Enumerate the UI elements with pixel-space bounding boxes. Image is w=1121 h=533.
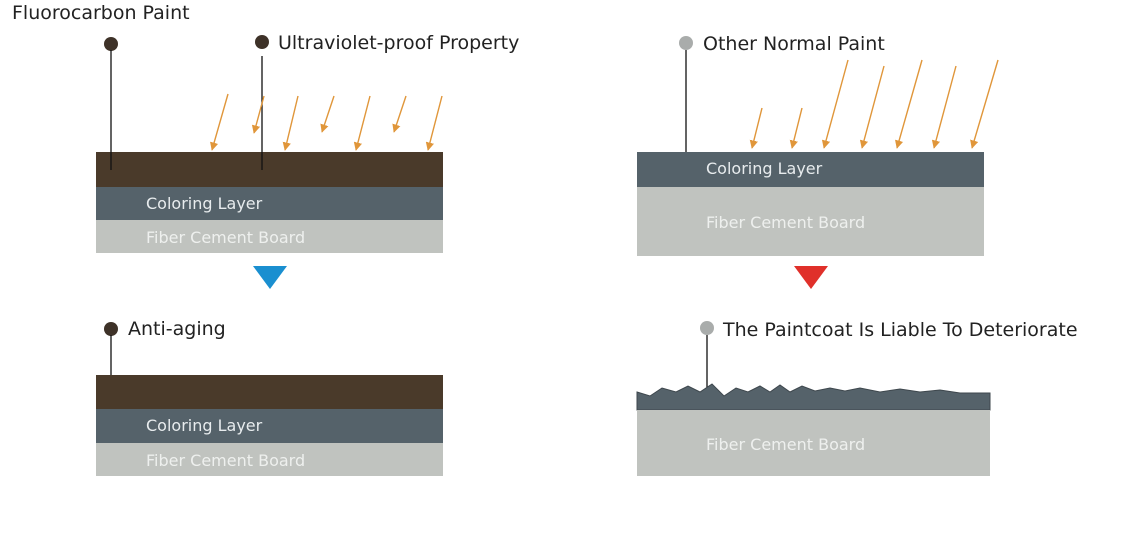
uv-proof-label: Ultraviolet-proof Property bbox=[278, 32, 519, 54]
fluorocarbon-dot-icon bbox=[104, 37, 118, 51]
deteriorate-dot-icon bbox=[700, 321, 714, 335]
bad-result-triangle-icon bbox=[794, 266, 828, 289]
other-paint-stack: Coloring Layer Fiber Cement Board bbox=[637, 152, 984, 256]
coloring-layer-label-top-left: Coloring Layer bbox=[146, 194, 263, 213]
good-result-triangle-icon bbox=[253, 266, 287, 289]
deteriorated-stack: Fiber Cement Board bbox=[636, 383, 991, 476]
fiber-board-label-top-left: Fiber Cement Board bbox=[146, 228, 305, 247]
coloring-layer-label-bottom-left: Coloring Layer bbox=[146, 416, 263, 435]
other-normal-paint-label: Other Normal Paint bbox=[703, 33, 885, 55]
coloring-layer-bottom-left bbox=[96, 409, 443, 443]
eroded-coating-layer bbox=[636, 383, 991, 411]
fluorocarbon-stack: Coloring Layer Fiber Cement Board bbox=[96, 152, 443, 253]
fiber-board-label-top-right: Fiber Cement Board bbox=[706, 213, 865, 232]
uv-arrows-right bbox=[749, 59, 999, 149]
fiber-board-top-left bbox=[96, 220, 443, 253]
anti-aging-coat-layer bbox=[96, 375, 443, 409]
uv-arrows-left bbox=[210, 93, 443, 151]
deteriorate-label: The Paintcoat Is Liable To Deteriorate bbox=[722, 319, 1078, 341]
coloring-layer-top-left bbox=[96, 187, 443, 220]
uv-proof-dot-icon bbox=[255, 35, 269, 49]
fiber-board-bottom-right bbox=[637, 410, 990, 476]
deteriorate-pointer bbox=[700, 321, 714, 397]
other-paint-dot-icon bbox=[679, 36, 693, 50]
uv-proof-pointer bbox=[255, 35, 269, 170]
fiber-board-bottom-left bbox=[96, 443, 443, 476]
coloring-layer-top-right bbox=[637, 152, 984, 187]
fiber-board-label-bottom-right: Fiber Cement Board bbox=[706, 435, 865, 454]
anti-aging-dot-icon bbox=[104, 322, 118, 336]
coloring-layer-label-top-right: Coloring Layer bbox=[706, 159, 823, 178]
anti-aging-stack: Coloring Layer Fiber Cement Board bbox=[96, 375, 443, 476]
fiber-board-label-bottom-left: Fiber Cement Board bbox=[146, 451, 305, 470]
fiber-board-top-right bbox=[637, 187, 984, 256]
anti-aging-label: Anti-aging bbox=[128, 318, 226, 340]
fluorocarbon-pointer bbox=[104, 37, 118, 170]
fluorocarbon-paint-label: Fluorocarbon Paint bbox=[12, 2, 190, 24]
fluorocarbon-coat-layer bbox=[96, 152, 443, 187]
